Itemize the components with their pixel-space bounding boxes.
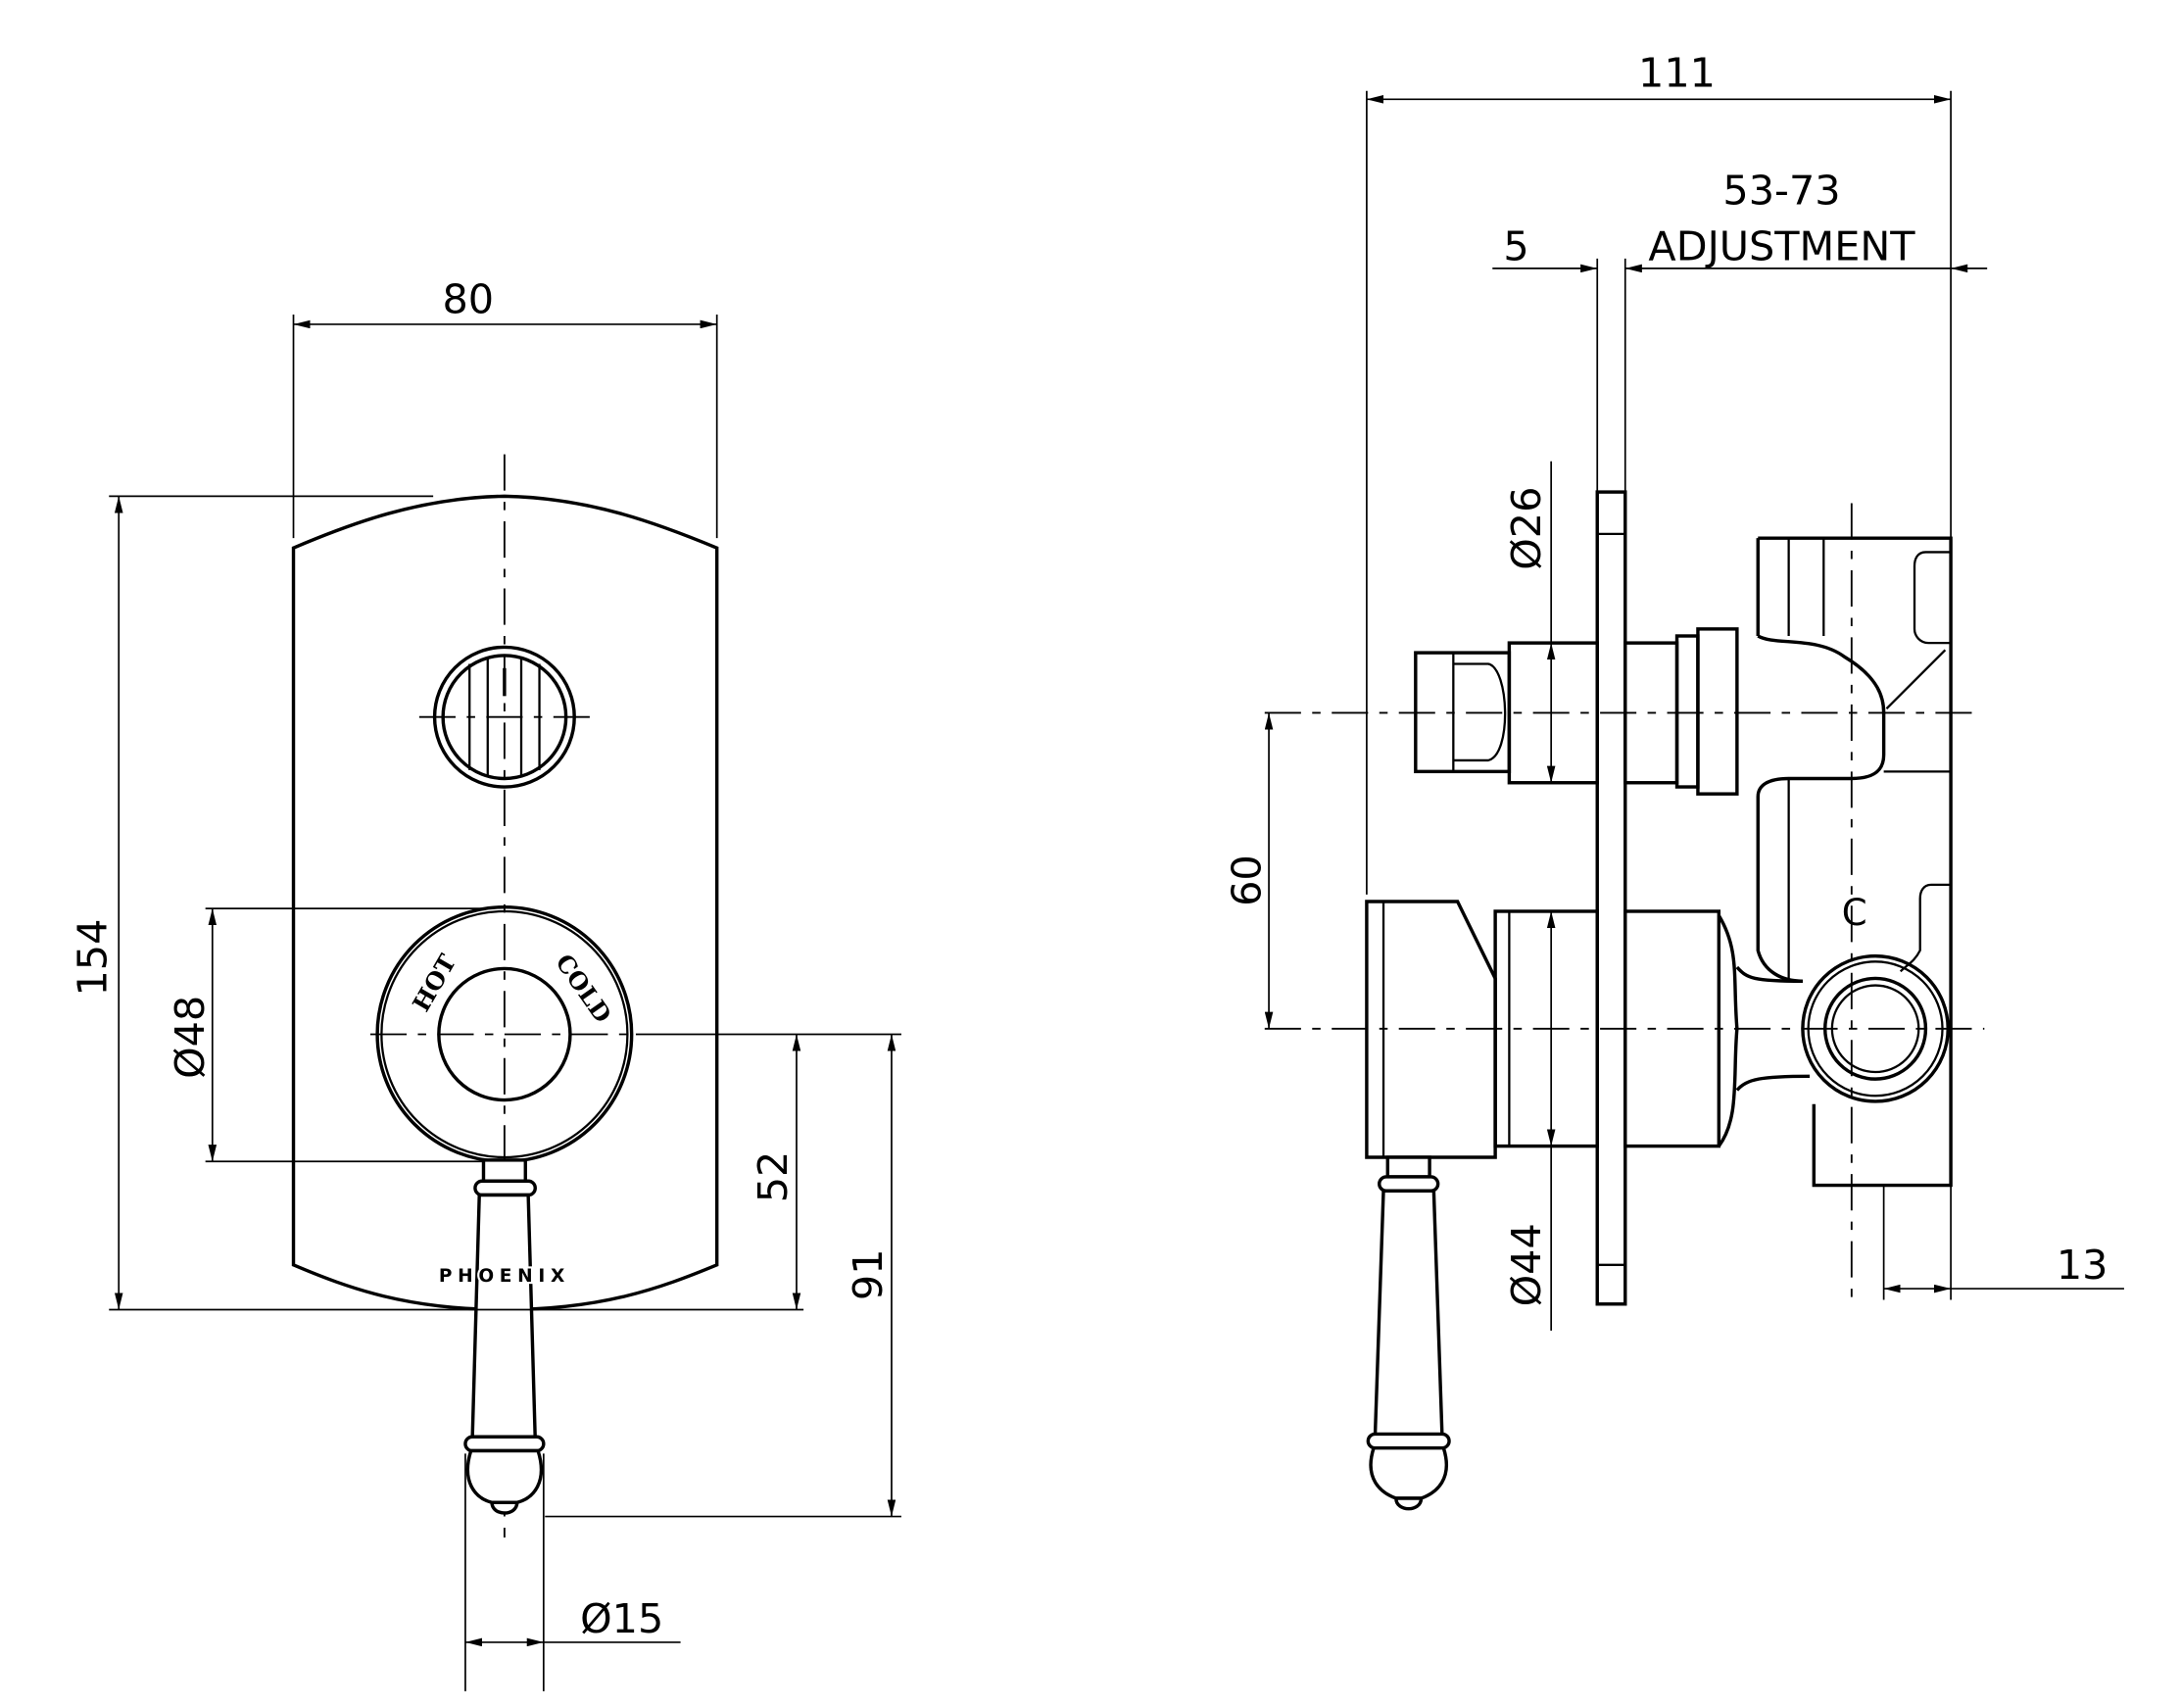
dim-dial-diameter: Ø48	[167, 907, 490, 1163]
dim-dial-to-lever-tip: 91	[545, 1034, 901, 1518]
dim-mixer-diameter: Ø44	[1503, 910, 1556, 1331]
dim-5-label: 5	[1503, 222, 1528, 269]
side-view: C 1	[1224, 49, 2124, 1511]
dim-overall-depth: 111	[1366, 49, 1952, 1300]
dim-rear-offset: 13	[1882, 1185, 2124, 1300]
brand-logo: PHOENIX	[439, 1266, 570, 1287]
dim-width: 80	[292, 276, 718, 539]
dim-plate-thickness: 5	[1492, 222, 1598, 273]
hot-label: HOT	[407, 950, 461, 1016]
diverter-knob	[432, 645, 576, 789]
dim-60-label: 60	[1224, 854, 1271, 906]
dim-adjustment: 53-73 ADJUSTMENT	[1596, 167, 1988, 493]
dim-13-label: 13	[2057, 1242, 2108, 1289]
dim-diverter-diameter: Ø26	[1503, 461, 1556, 783]
dim-15-label: Ø15	[580, 1595, 663, 1642]
dim-26-label: Ø26	[1503, 487, 1550, 570]
dim-adjustment-label: ADJUSTMENT	[1648, 222, 1915, 269]
dim-111-label: 111	[1638, 49, 1716, 96]
port-label: C	[1842, 892, 1867, 934]
dim-91-label: 91	[845, 1248, 892, 1300]
dim-lever-tip-diameter: Ø15	[464, 1453, 681, 1691]
mixer-cartridge	[1365, 900, 1739, 1159]
dim-width-label: 80	[442, 276, 494, 323]
lever-handle-side	[1366, 1155, 1451, 1511]
valve-body: C	[1735, 536, 1953, 1188]
dim-height: 154	[69, 495, 804, 1311]
cover-plate	[291, 494, 719, 1312]
dim-44-label: Ø44	[1503, 1223, 1550, 1306]
dim-52-label: 52	[750, 1151, 797, 1203]
front-view: HOT COLD PHOENIX 80 154	[69, 276, 901, 1691]
lever-handle	[463, 1158, 546, 1515]
diverter-cartridge	[1414, 627, 1739, 796]
dim-center-spacing: 60	[1224, 712, 1274, 1029]
dim-dial-to-plate-bottom: 52	[635, 1033, 901, 1310]
dim-dial-diameter-label: Ø48	[167, 996, 214, 1079]
dim-height-label: 154	[69, 919, 116, 997]
wall-plate	[1595, 490, 1627, 1306]
dim-adjustment-range: 53-73	[1722, 167, 1840, 214]
